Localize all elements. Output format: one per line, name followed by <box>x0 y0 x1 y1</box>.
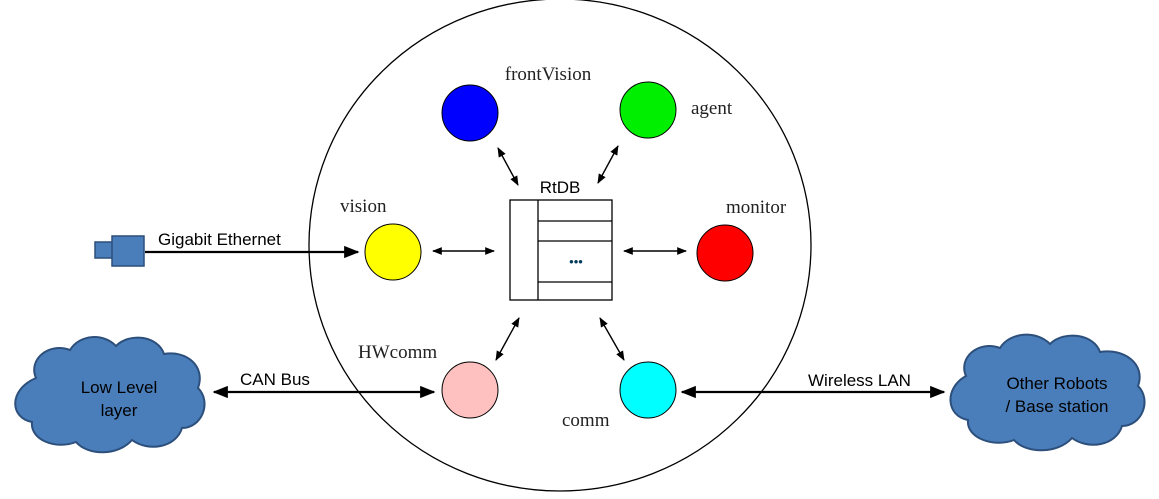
arrow-agent-rtdb <box>597 145 619 184</box>
low-level-cloud <box>14 336 206 454</box>
vision-node <box>364 223 422 281</box>
other-robots-cloud-line1: Other Robots <box>1006 374 1107 393</box>
low-level-cloud-line2: layer <box>101 401 138 420</box>
hwcomm-label: HWcomm <box>358 342 437 363</box>
monitor-node <box>696 224 754 282</box>
comm-label: comm <box>562 410 610 431</box>
robot-boundary-circle <box>308 0 812 492</box>
low-level-cloud-line1: Low Level <box>81 378 158 397</box>
wireless-lan-label: Wireless LAN <box>808 371 911 390</box>
vision-label: vision <box>340 196 387 217</box>
arrow-hwcomm-rtdb <box>495 317 520 361</box>
frontvision-label: frontVision <box>505 64 592 85</box>
rtdb-ellipsis: ••• <box>569 254 583 269</box>
agent-label: agent <box>691 98 733 119</box>
arrow-comm-rtdb <box>599 317 625 361</box>
other-robots-cloud-line2: / Base station <box>1005 397 1108 416</box>
other-robots-cloud <box>949 333 1146 452</box>
rtdb-block: RtDB ••• <box>509 178 613 301</box>
comm-node <box>619 361 677 419</box>
agent-node <box>619 81 677 139</box>
rtdb-title: RtDB <box>540 178 581 197</box>
monitor-label: monitor <box>726 197 787 218</box>
arrow-frontvision-rtdb <box>497 147 519 186</box>
camera-icon <box>94 235 145 267</box>
frontvision-node <box>441 84 499 142</box>
gigabit-ethernet-label: Gigabit Ethernet <box>158 230 281 249</box>
can-bus-label: CAN Bus <box>240 370 310 389</box>
hwcomm-node <box>441 361 499 419</box>
